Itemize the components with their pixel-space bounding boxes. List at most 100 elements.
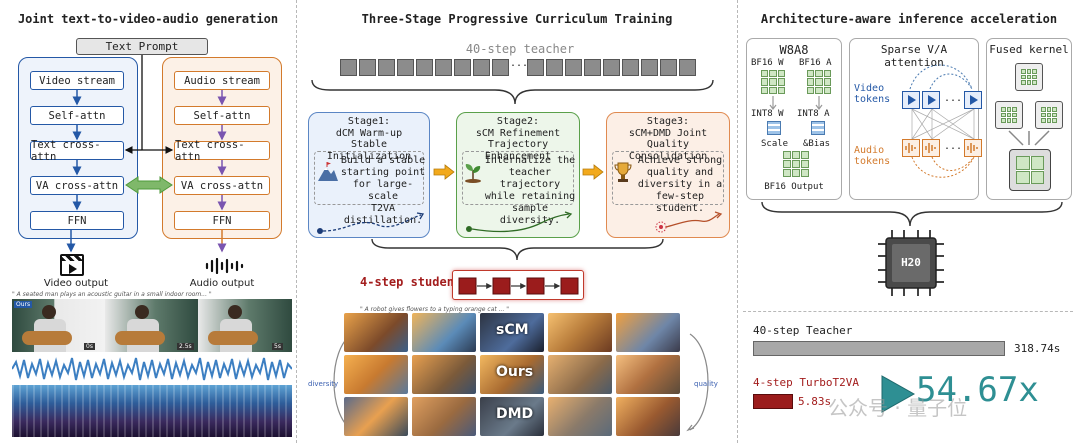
bf16-w-label: BF16 W [751, 58, 784, 68]
video-text-cross-attn-box: Text cross-attn [30, 139, 124, 163]
stage2-card: Stage2: sCM Refinement Trajectory Enhanc… [456, 112, 580, 238]
audio-token-1 [902, 139, 920, 157]
grid-caption: " A robot gives flowers to a typing oran… [360, 306, 510, 313]
bf16-a-grid [807, 70, 831, 94]
sample-image [412, 313, 476, 352]
stages-bracket [371, 238, 664, 261]
teacher-ellipsis: ... [510, 58, 529, 69]
teacher-step [603, 59, 620, 76]
stage2-title: Stage2: sCM Refinement Trajectory Enhanc… [475, 116, 561, 162]
watermark: 公众号 · 量子位 [828, 396, 968, 420]
sample-grid: sCM Ours DMD [344, 313, 680, 437]
teacher-step [473, 59, 490, 76]
bf16-w-grid [761, 70, 785, 94]
sample-image [344, 355, 408, 394]
sparse-attention-graph [909, 64, 975, 178]
audio-spectrogram [12, 385, 292, 437]
stage1-inner-box [314, 151, 424, 205]
bf16-output-label: BF16 Output [764, 182, 824, 192]
kernel-chip-right [1035, 101, 1063, 129]
quality-label: quality [694, 380, 718, 388]
teacher-step [660, 59, 677, 76]
video-frames-strip: Ours 0s 2.5s 5s [12, 299, 292, 352]
video-token-ellipsis: ... [944, 93, 963, 104]
audio-token-2 [922, 139, 940, 157]
teacher-step [416, 59, 433, 76]
sample-image [548, 355, 612, 394]
fused-kernel-title: Fused kernel [989, 43, 1069, 56]
sample-image [616, 313, 680, 352]
quality-arrow [686, 333, 709, 432]
video-output-label: Video output [43, 278, 109, 289]
kernel-chip-left [995, 101, 1023, 129]
frame-time-2: 2.5s [177, 343, 194, 350]
fused-kernel-panel: Fused kernel [986, 38, 1072, 200]
video-va-cross-attn-box: VA cross-attn [30, 176, 124, 195]
audio-output-icon [204, 257, 244, 275]
int8-w-grid [767, 121, 781, 135]
video-stream-box: Video stream [30, 71, 124, 90]
bf16-a-label: BF16 A [799, 58, 832, 68]
sample-image [480, 397, 544, 436]
video-token-1 [902, 91, 920, 109]
audio-waveform [11, 354, 293, 384]
video-frame-3 [198, 299, 292, 352]
stage2-to-stage3-arrow [582, 164, 604, 184]
audio-token-3 [964, 139, 982, 157]
w8a8-title: W8A8 [779, 43, 809, 57]
teacher-step [527, 59, 544, 76]
teacher-step [492, 59, 509, 76]
frame-time-1: 0s [84, 343, 95, 350]
stage2-text: Internalize the teacher trajectory while… [484, 155, 576, 226]
w8a8-panel: W8A8 BF16 W BF16 A INT8 W INT8 A Scale &… [746, 38, 842, 200]
stage2-trajectory-icon [466, 211, 573, 233]
teacher-step [584, 59, 601, 76]
audio-token-ellipsis: ... [944, 141, 963, 152]
left-arrows [66, 55, 227, 253]
frame-time-3: 5s [272, 343, 283, 350]
stage3-trajectory-icon [655, 211, 723, 233]
student-time-label: 4-step TurboT2VA [753, 376, 859, 389]
sample-image [480, 313, 544, 352]
teacher-step [641, 59, 658, 76]
sample-image [548, 313, 612, 352]
right-horizontal-divider [743, 311, 1073, 312]
sample-image [616, 397, 680, 436]
stage1-title: Stage1: dCM Warm-up Stable Initializatio… [326, 116, 412, 162]
sample-image [480, 355, 544, 394]
speedup-value: 54.67x [916, 370, 1039, 410]
sample-image [412, 397, 476, 436]
teacher-step [679, 59, 696, 76]
stage1-card: Stage1: dCM Warm-up Stable Initializatio… [308, 112, 430, 238]
ours-tag: Ours [14, 301, 33, 308]
teacher-time-label: 40-step Teacher [753, 324, 853, 337]
stage1-text: Build a stable starting point for large-… [340, 155, 426, 226]
diversity-label: diversity [308, 380, 339, 388]
sample-image [616, 355, 680, 394]
sparse-attention-title: Sparse V/A attention [880, 43, 948, 69]
bias-label: &Bias [803, 139, 831, 149]
int8-a-label: INT8 A [797, 109, 830, 119]
guitar-caption: " A seated man plays an acoustic guitar … [12, 291, 212, 298]
sparse-attention-panel: Sparse V/A attention Video tokens Audio … [849, 38, 982, 200]
fused-chip [1009, 149, 1051, 191]
speedup-arrow-icon [880, 374, 916, 414]
h20-label: H20 [901, 256, 921, 269]
student-steps [452, 270, 584, 300]
student-label: 4-step student [360, 275, 462, 289]
audio-text-cross-attn-box: Text cross-attn [174, 139, 270, 163]
student-time-value: 5.83s [798, 395, 832, 408]
stage3-card: Stage3: sCM+DMD Joint Quality Consolidat… [606, 112, 730, 238]
stage1-trajectory-icon [317, 212, 425, 234]
teacher-step [454, 59, 471, 76]
teacher-step [565, 59, 582, 76]
audio-output-label: Audio output [189, 278, 255, 289]
stage3-text: Achieve strong quality and diversity in … [637, 155, 723, 214]
section-divider-left [296, 0, 297, 443]
middle-title: Three-Stage Progressive Curriculum Train… [361, 12, 673, 26]
right-title: Architecture-aware inference acceleratio… [760, 12, 1058, 26]
sample-image [412, 355, 476, 394]
stage1-to-stage2-arrow [433, 164, 455, 184]
sample-image [344, 397, 408, 436]
trophy-icon [613, 161, 633, 183]
